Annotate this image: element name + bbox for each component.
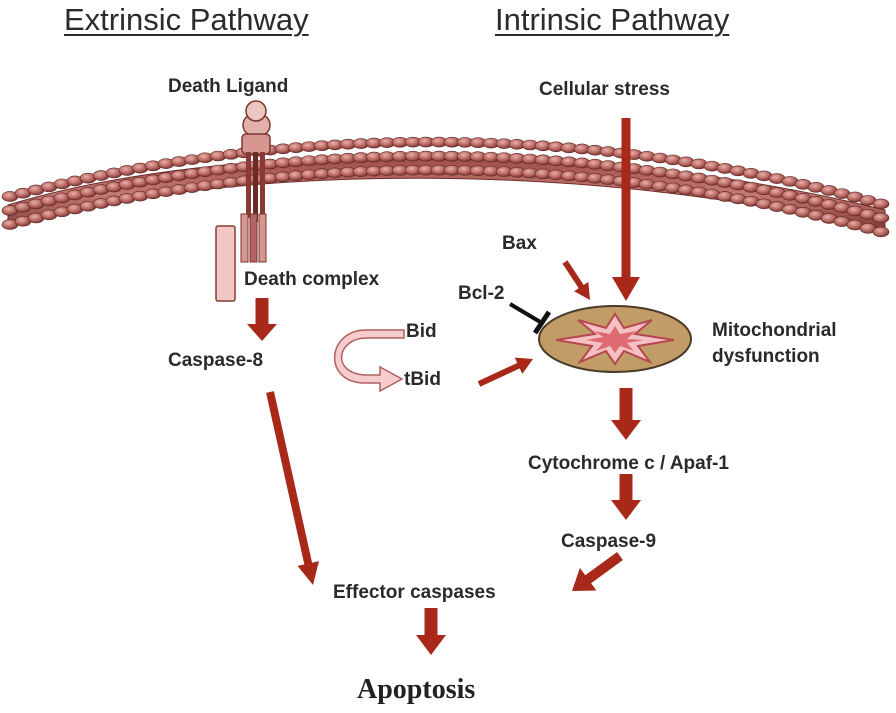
tbid-label: tBid: [404, 369, 441, 390]
mitochondrial-label: Mitochondrial: [712, 320, 837, 341]
effector-caspases-label: Effector caspases: [333, 582, 496, 603]
bax-label: Bax: [502, 233, 537, 254]
death-complex-to-caspase8-arrow: [247, 298, 277, 341]
tbid-arrow: [477, 357, 533, 387]
extrinsic-pathway-header: Extrinsic Pathway: [64, 2, 309, 37]
caspase8-to-effector-arrow: [266, 391, 319, 585]
caspase-9-label: Caspase-9: [561, 531, 657, 552]
mitochondrion-icon: [538, 305, 692, 373]
dysfunction-label: dysfunction: [712, 346, 820, 367]
cellular-stress-arrow: [612, 118, 640, 301]
bcl2-label: Bcl-2: [458, 283, 505, 304]
death-ligand-label: Death Ligand: [168, 76, 289, 97]
mito-to-cytochrome-arrow: [611, 388, 641, 440]
effector-to-apoptosis-arrow: [416, 608, 446, 655]
cytochrome-to-caspase9-arrow: [611, 474, 641, 520]
caspase-8-label: Caspase-8: [168, 350, 264, 371]
arrows-layer: [247, 118, 641, 655]
death-complex-label: Death complex: [244, 269, 380, 290]
cell-membrane: [1, 136, 890, 238]
membrane-lipid-head: [872, 198, 890, 210]
caspase9-to-effector-arrow: [572, 552, 623, 591]
bcl2-inhibition-bar: [508, 302, 552, 335]
cellular-stress-label: Cellular stress: [539, 79, 670, 100]
death-receptor-icon: [215, 100, 271, 302]
membrane-lipid-head: [872, 226, 890, 238]
membrane-lipid-heads: [1, 136, 890, 238]
bid-label: Bid: [406, 321, 437, 342]
bax-arrow: [562, 260, 590, 300]
membrane-lipid-head: [872, 212, 890, 224]
bid-to-tbid-curved-arrow: [334, 329, 405, 393]
intrinsic-pathway-header: Intrinsic Pathway: [495, 2, 730, 37]
apoptosis-label: Apoptosis: [357, 674, 476, 705]
cytochrome-apaf1-label: Cytochrome c / Apaf-1: [528, 453, 729, 474]
